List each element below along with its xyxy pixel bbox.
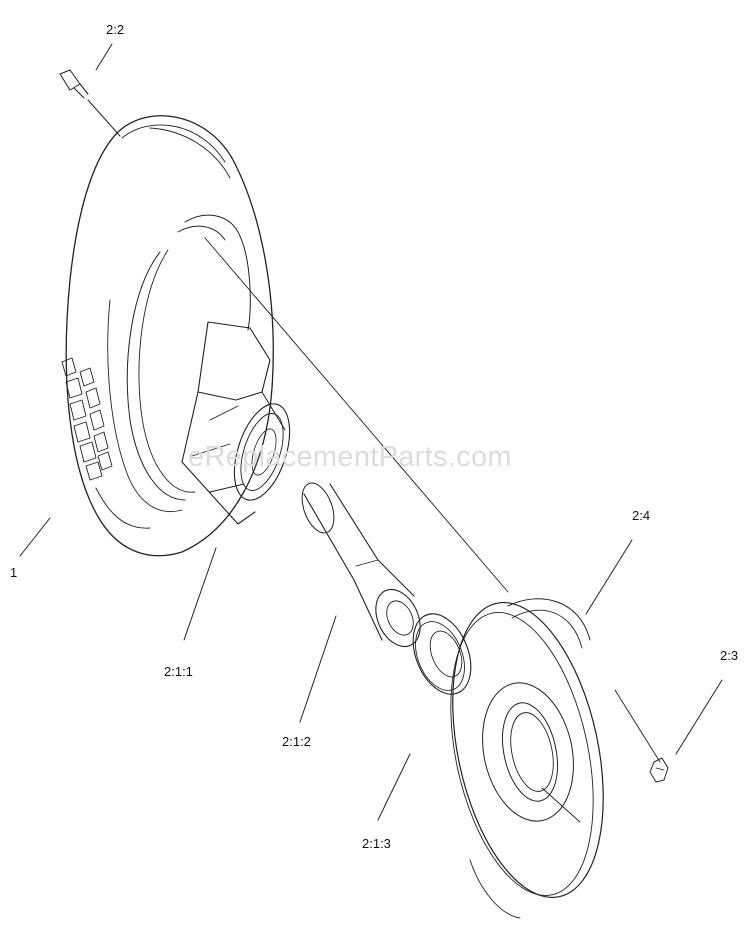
callout-bearing-ring: 2:1:3 (362, 836, 391, 851)
axle-sleeve (296, 479, 429, 654)
leader-line-2-4 (586, 540, 632, 614)
tire (62, 116, 273, 556)
leader-line-2-1-1 (184, 548, 216, 640)
valve-stem (60, 70, 88, 98)
leader-line-2-1-3 (378, 754, 410, 820)
callout-valve-stem: 2:2 (106, 22, 125, 37)
nut (650, 758, 668, 782)
hub-housing (182, 322, 300, 524)
leader-line-2-3 (676, 680, 722, 754)
assembly-axis-line-2 (615, 690, 660, 762)
leader-lines (20, 44, 722, 820)
leader-line-1 (20, 518, 50, 556)
callout-tire: 1 (10, 565, 18, 580)
callout-nut: 2:3 (720, 648, 739, 663)
callout-rim-half: 2:4 (632, 508, 651, 523)
watermark-text: eReplacementParts.com (188, 441, 512, 473)
callout-hub-housing: 2:1:1 (164, 664, 193, 679)
callout-axle-sleeve: 2:1:2 (282, 734, 311, 749)
assembly-axis-line (205, 238, 508, 592)
rim-half (428, 589, 628, 918)
tire-tread (62, 358, 112, 480)
leader-line-2-2 (96, 44, 112, 70)
leader-line-2-2-b (88, 100, 120, 136)
leader-line-2-1-2 (300, 616, 336, 722)
bearing-ring (402, 605, 482, 702)
